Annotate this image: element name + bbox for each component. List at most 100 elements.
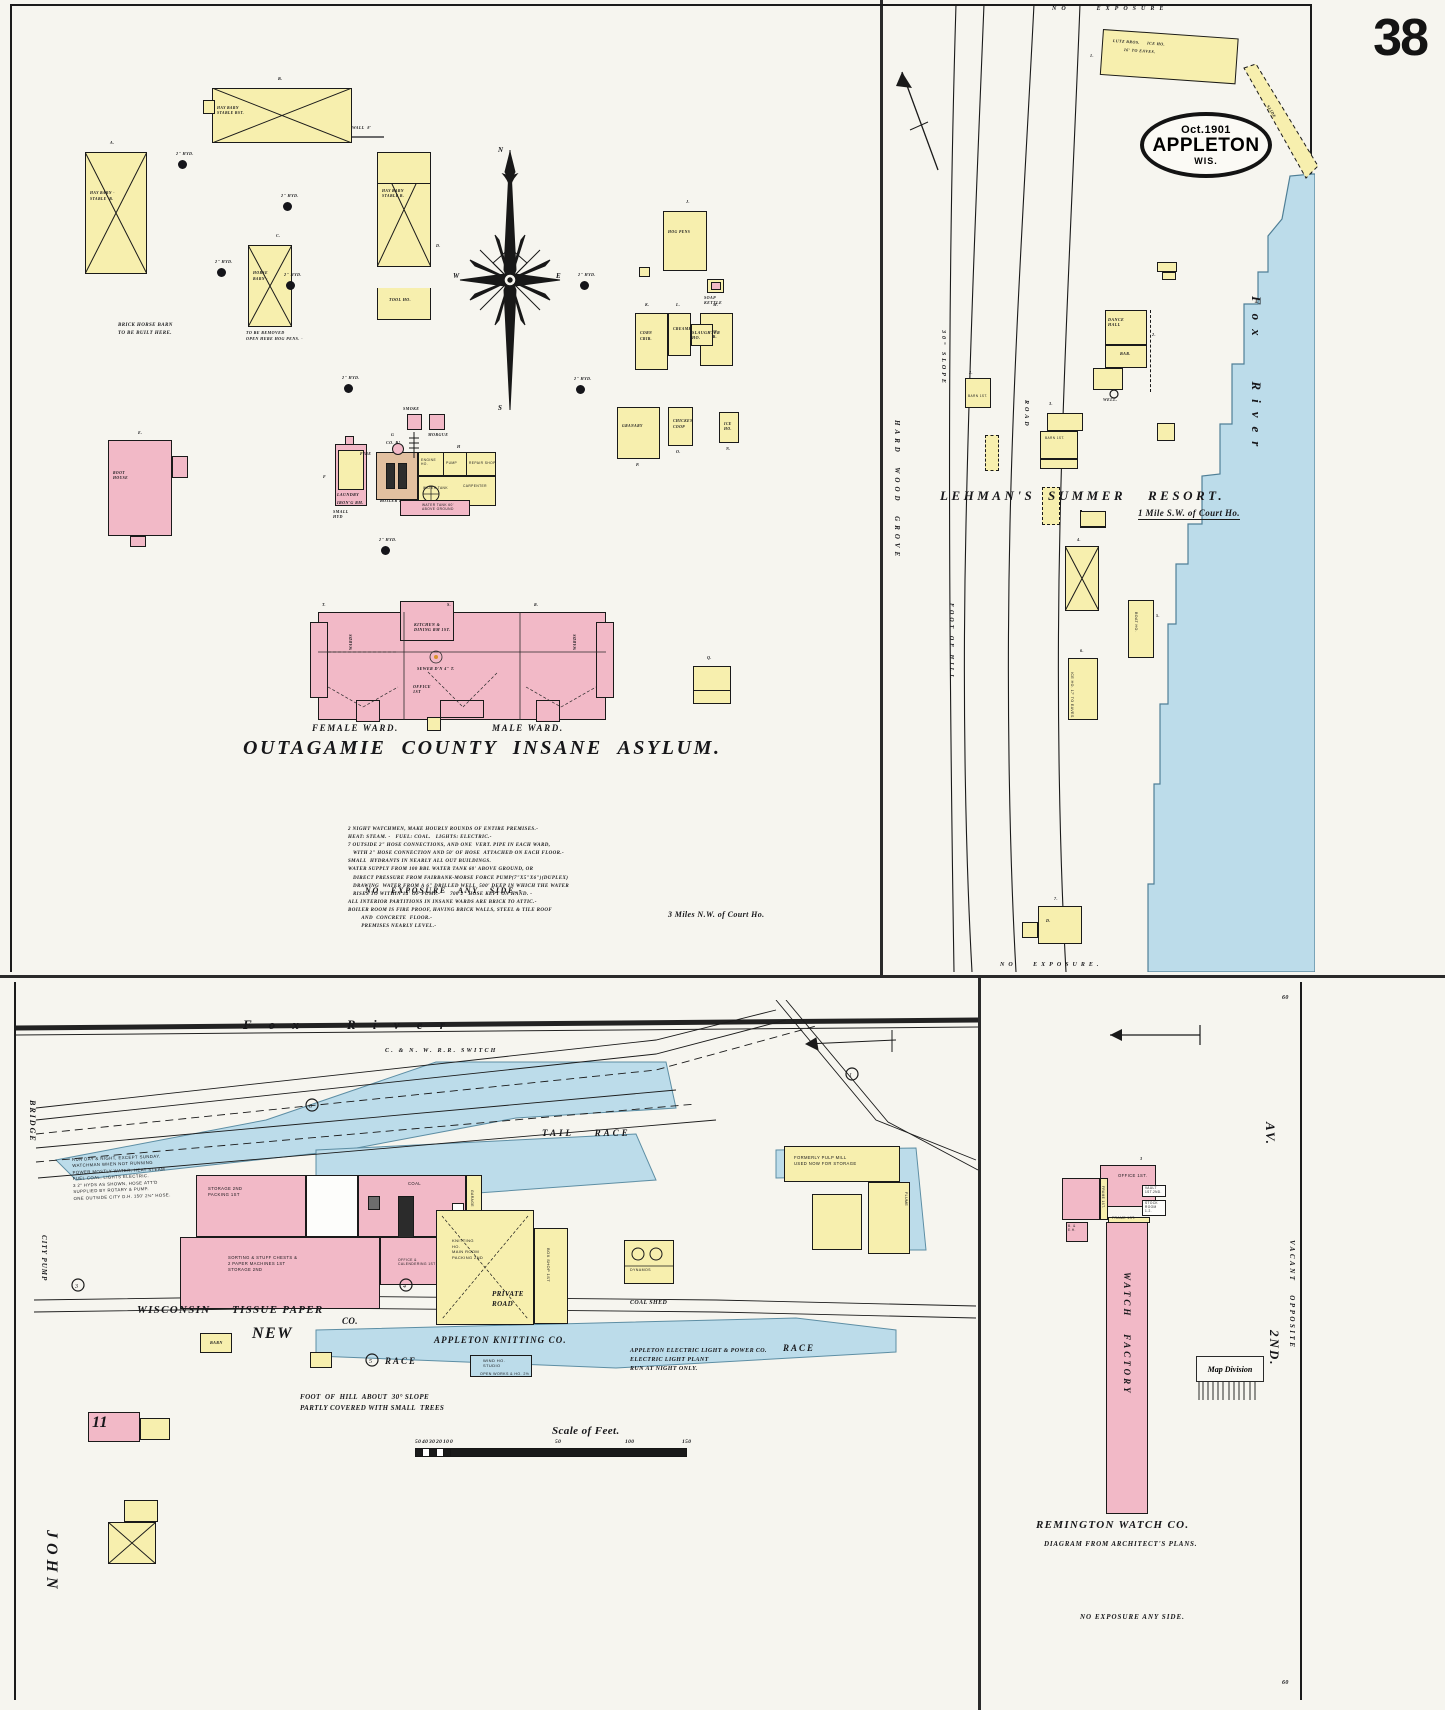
panel-edge-right-bottom [1300,982,1302,1700]
soap-kettle [711,282,721,290]
panel-edge-left [10,4,12,972]
building-f-label: LAUNDRY [337,492,360,497]
scale-title: Scale of Feet. [552,1425,620,1437]
dance-hall-dashed-edge [1150,310,1151,392]
cartouche-city: APPLETON [1152,135,1260,157]
pump-label: PUMP [446,461,458,465]
wind-house [470,1355,532,1377]
building-g-letter: G [391,432,395,437]
building-h-upper [418,452,496,476]
pulp-mill-wing-2 [812,1194,862,1250]
smoke-house [407,414,422,430]
resort-number-2: 2. [1152,332,1156,337]
building-f-sub-label: IRON'G RM. [337,500,364,505]
map-division-barcode [1198,1382,1256,1400]
repair-shop-label: REPAIR SHOP [469,461,496,465]
hydrant-marker [576,385,585,394]
mill-center-court [306,1175,358,1237]
foot-of-hill-label: FOOT OF HILL [948,603,954,681]
resort-building-7-dashed [1042,487,1060,525]
building-l-label: CREAMERY [673,326,698,331]
svg-text:4: 4 [403,1283,406,1290]
watch-office-label: OFFICE 1ST. [1118,1173,1148,1178]
resort-barn-label: BARN 1ST. [1045,436,1065,440]
building-a-letter: A. [110,140,115,145]
br-corner-number-top: 60 [1282,995,1289,1001]
block-11-annex [140,1418,170,1440]
panel-divider-vertical-top [880,0,883,975]
resort-outbuilding-1-label: BARN 1ST. [968,394,988,398]
building-e-letter: E. [138,430,143,435]
resort-title-summer: SUMMER [1048,488,1127,503]
scale-tick: 30 [429,1439,436,1445]
panel-edge-top [10,4,1310,6]
smoke-label: SMOKE [403,406,420,411]
building-h-div-1 [443,452,445,476]
race-label-1: RACE [385,1356,418,1366]
building-p-letter: P. [636,462,640,467]
wind-house-label: WIND HO.STUDIO [483,1358,506,1369]
building-b-annex [203,100,215,114]
boiler-engine-house [1066,1222,1088,1242]
building-g-coal-label: CO. B! [386,440,401,445]
building-d-divider-1 [377,183,431,185]
scale-tick: 20 [436,1439,443,1445]
building-e-annex-1 [172,456,188,478]
compass-label-s: S [498,404,503,412]
building-c-letter: C. [276,233,281,238]
block-number-11: 11 [92,1414,108,1431]
block-11-building [88,1412,140,1442]
resort-outbuilding-1 [965,378,991,408]
fox-river-label-top: Fox River [1249,296,1264,456]
building-e [108,440,172,536]
building-n-letter: N. [726,446,731,451]
appleton-knitting-label: APPLETON KNITTING CO. [434,1335,567,1345]
building-d-letter: D. [436,243,441,248]
resort-number-3: 3. [1049,401,1053,406]
resort-terrain-lines [948,4,1081,972]
boiler-1 [386,463,395,489]
panel-edge-left-bottom [14,982,16,1700]
compass-label-e: E [556,272,562,280]
fox-river-label-bottom: F o x R i v e r [243,1017,452,1032]
boiler-stack [392,443,404,455]
resort-distance: 1 Mile S.W. of Court Ho. [1138,508,1240,520]
resort-title-lehmans: LEHMAN'S [940,488,1036,503]
scale-tick: 100 [625,1439,635,1445]
map-division-stamp: Map Division [1196,1356,1264,1382]
building-p-label: GRANARY [622,423,643,428]
frame-st-label: FRAME 1ST. [1112,1216,1136,1220]
resort-number-4: 4. [1077,537,1081,542]
building-q [693,666,731,704]
formerly-pulp-mill [784,1146,900,1182]
sewer-note: SEWER D'N 4" T. [417,666,455,671]
svg-text:3: 3 [74,1284,78,1290]
race-label-2: RACE [783,1343,816,1353]
resort-title-resort: RESORT. [1148,488,1226,503]
asylum-west-wing [310,622,328,698]
hydrant-label: 2" HYD. [379,537,397,542]
building-j [663,211,707,271]
building-g-boiler-house [376,452,418,500]
hydrant-marker [580,281,589,290]
building-o-letter: O. [676,449,681,454]
scale-tick: 150 [682,1439,692,1445]
asylum-small-annex [427,717,441,731]
asylum-east-wing [596,622,614,698]
ward-letter-s: S. [447,602,452,607]
scale-tick: 0 [450,1439,454,1445]
hydrant-label: 2" HYD. [574,376,592,381]
direction-arrow [896,71,939,171]
resort-shed-by-title [1080,511,1106,527]
building-f-chimney [345,436,354,445]
svg-text:1: 1 [849,1073,852,1079]
tissue-paper-label: TISSUE PAPER [232,1304,324,1316]
